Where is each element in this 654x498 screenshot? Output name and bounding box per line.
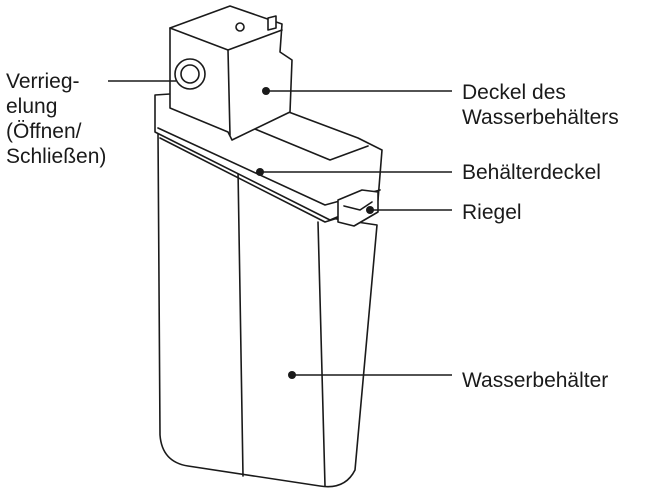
label-water-tank: Wasserbehälter (462, 369, 609, 392)
label-tank-cover-line-1: Deckel des (462, 81, 566, 104)
latch-detail (343, 201, 373, 211)
label-lock-line-3: (Öffnen/ (6, 120, 82, 143)
tank-seam (237, 169, 244, 477)
marker-water-tank (288, 371, 296, 379)
label-lock-line-2: elung (6, 95, 58, 118)
label-tank-cover-line-2: Wasserbehälters (462, 106, 619, 129)
tank-body-edge (317, 221, 326, 487)
marker-latch (366, 206, 374, 214)
label-container-lid: Behälterdeckel (462, 161, 601, 184)
lock-knob-inner (180, 64, 200, 84)
label-tank-cover: Deckel des Wasserbehälters (462, 80, 619, 130)
marker-container-lid (256, 168, 264, 176)
latch (337, 189, 379, 227)
label-lock-line-4: Schließen) (6, 145, 107, 168)
label-lock: Verrieg- elung (Öffnen/ Schließen) (6, 69, 106, 169)
cover-top-knob (235, 22, 245, 32)
tank-cover-front-edge (227, 49, 231, 136)
marker-tank-cover (262, 87, 270, 95)
cover-top-tab (267, 15, 277, 31)
label-lock-line-1: Verrieg- (6, 70, 80, 93)
label-latch: Riegel (462, 201, 522, 224)
lid-recess (237, 121, 369, 161)
